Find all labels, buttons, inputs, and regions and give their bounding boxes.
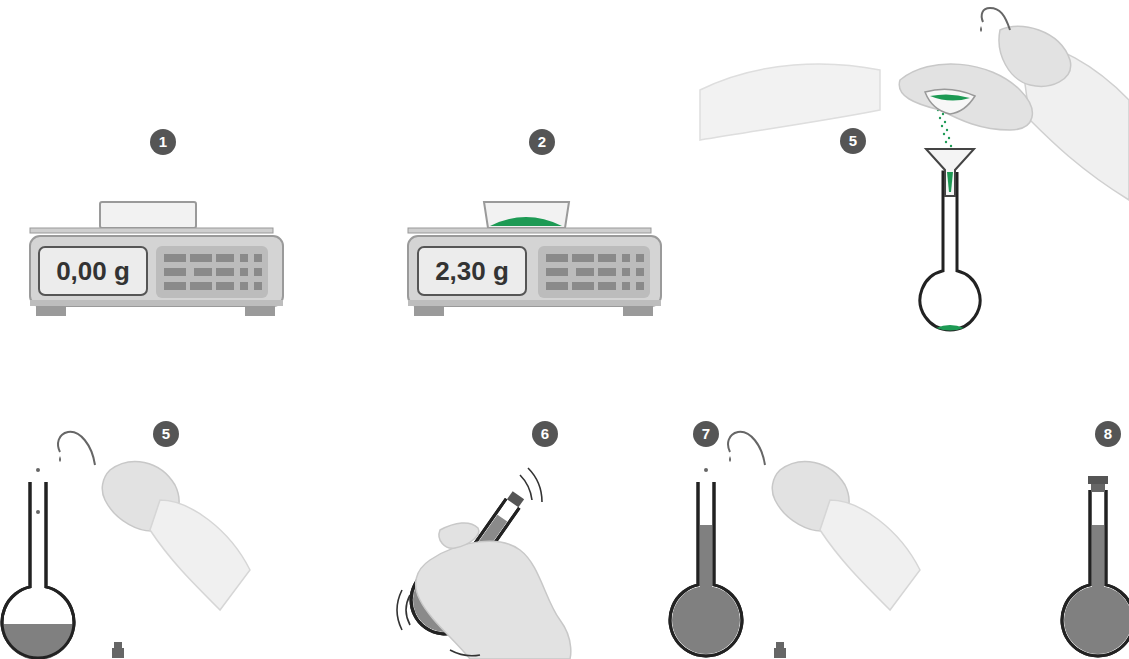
callout-number: 8 [1095, 421, 1121, 447]
step-number: 1 [159, 134, 167, 151]
scale [30, 202, 283, 316]
step-number: 8 [1104, 426, 1112, 443]
weight-reading: 2,30 g [435, 257, 509, 286]
stoppered-flask [1062, 476, 1129, 656]
shaking-step [397, 468, 571, 659]
step-number: 6 [541, 426, 549, 443]
topup-step [670, 432, 920, 658]
callout-number: 6 [532, 421, 558, 447]
scale [408, 202, 661, 316]
step-number: 5 [162, 426, 170, 443]
pouring-step [700, 8, 1129, 331]
scale-display: 0,00 g [38, 246, 148, 296]
scale-display: 2,30 g [417, 246, 527, 296]
callout-number: 2 [529, 129, 555, 155]
step-number: 5 [849, 133, 857, 150]
weight-reading: 0,00 g [56, 257, 130, 286]
step-number: 2 [538, 134, 546, 151]
callout-number: 5 [840, 128, 866, 154]
water-step [2, 432, 250, 659]
step-number: 7 [702, 426, 710, 443]
callout-number: 7 [693, 421, 719, 447]
callout-number: 5 [153, 421, 179, 447]
callout-number: 1 [150, 129, 176, 155]
